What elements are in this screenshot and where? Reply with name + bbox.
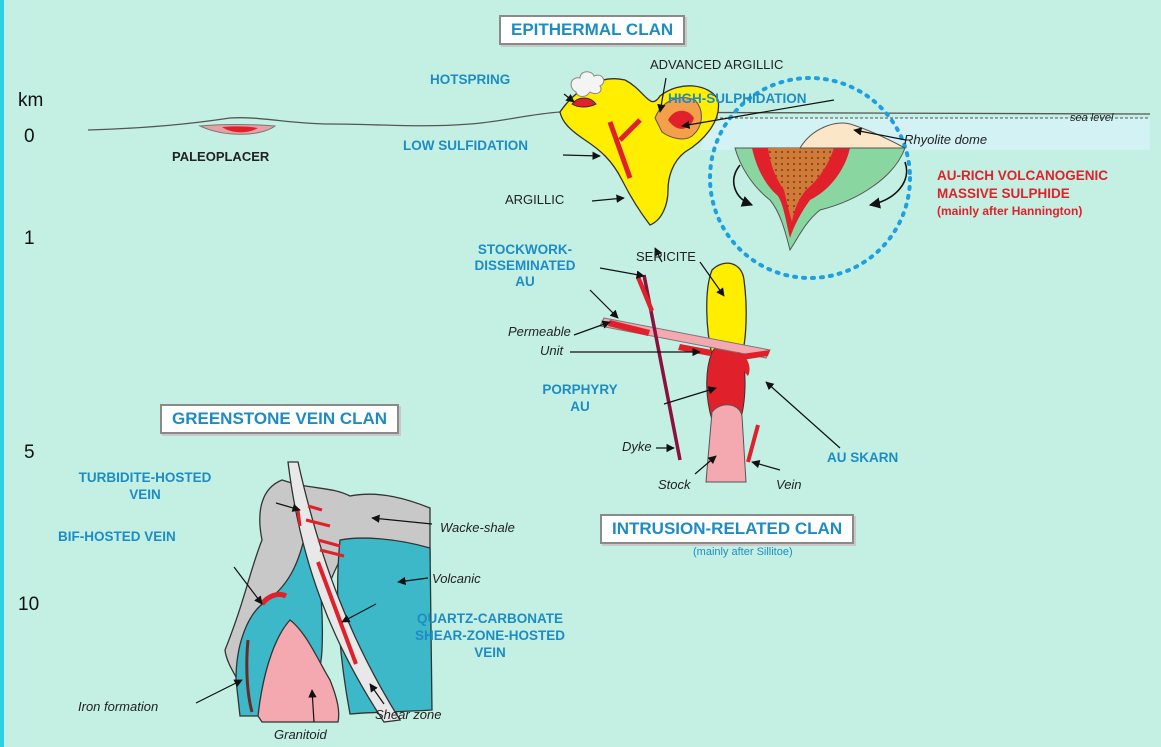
advanced-argillic-label: ADVANCED ARGILLIC [650, 58, 783, 73]
stockwork-label-line-2: DISSEMINATED [455, 258, 595, 274]
volcanic-label: Volcanic [432, 572, 481, 587]
bif-label: BIF-HOSTED VEIN [58, 529, 176, 545]
porphyry-label-line-2: AU [520, 399, 640, 415]
qc-label-line-3: VEIN [380, 645, 600, 661]
sea-level-label: sea level [1070, 112, 1113, 125]
vms-label-line-2: MASSIVE SULPHIDE [937, 186, 1070, 202]
iron-formation-label: Iron formation [78, 700, 158, 715]
dyke-label: Dyke [622, 440, 652, 455]
vein-label: Vein [776, 478, 802, 493]
depth-tick-5: 5 [24, 442, 35, 464]
turbidite-label-line-1: TURBIDITE-HOSTED [30, 470, 260, 486]
stockwork-label-line-3: AU [455, 274, 595, 290]
hotspring-steam [571, 72, 604, 97]
shear-zone-label: Shear zone [375, 708, 442, 723]
vms-label-line-1: AU-RICH VOLCANOGENIC [937, 168, 1108, 184]
depth-tick-10: 10 [18, 594, 39, 616]
argillic-label: ARGILLIC [505, 193, 564, 208]
vms-label-line-3: (mainly after Hannington) [937, 205, 1082, 219]
paleoplacer-label: PALEOPLACER [172, 150, 269, 165]
permeable-label: Permeable [508, 325, 571, 340]
skarn-vein [748, 425, 758, 462]
qc-label-line-1: QUARTZ-CARBONATE [380, 611, 600, 627]
greenstone-clan-title: GREENSTONE VEIN CLAN [160, 404, 399, 434]
intrusion-clan-title: INTRUSION-RELATED CLAN [600, 514, 854, 544]
qc-label-line-2: SHEAR-ZONE-HOSTED [380, 628, 600, 644]
rhyolite-dome-label: Rhyolite dome [904, 133, 987, 148]
granitoid-label: Granitoid [274, 728, 327, 743]
stock-pink [706, 405, 746, 482]
stockwork-label-line-1: STOCKWORK- [455, 242, 595, 258]
intrusion-note: (mainly after Sillitoe) [693, 546, 793, 559]
high-sulphidation-label: HIGH-SULPHIDATION [668, 91, 807, 107]
sericite-label: SERICITE [636, 250, 696, 265]
depth-tick-0: 0 [24, 126, 35, 148]
au-skarn-label: AU SKARN [827, 450, 898, 466]
turbidite-label-line-2: VEIN [30, 487, 260, 503]
hotspring-label: HOTSPRING [430, 72, 510, 88]
porphyry-label-line-1: PORPHYRY [520, 382, 640, 398]
epithermal-clan-title: EPITHERMAL CLAN [499, 15, 685, 45]
wacke-shale-label: Wacke-shale [440, 521, 515, 536]
low-sulfidation-label: LOW SULFIDATION [403, 138, 528, 154]
unit-label: Unit [540, 344, 563, 359]
depth-axis-unit: km [18, 90, 43, 112]
depth-tick-1: 1 [24, 228, 35, 250]
stock-label: Stock [658, 478, 691, 493]
